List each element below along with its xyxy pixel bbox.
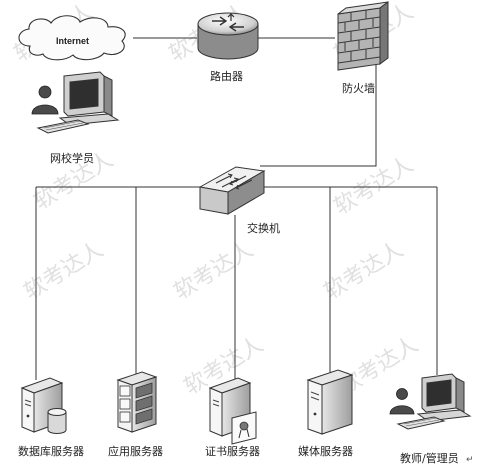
media-server-node: 媒体服务器 xyxy=(298,369,354,458)
switch-label: 交换机 xyxy=(247,221,280,235)
user-icon xyxy=(389,388,415,415)
trailing-mark: ↵ xyxy=(466,455,474,465)
switch-node: 交换机 xyxy=(198,166,280,235)
admin-node: 教师/管理员 xyxy=(389,373,472,465)
firewall-node: 防火墙 xyxy=(337,1,389,95)
app-server-label: 应用服务器 xyxy=(108,444,163,458)
router-icon xyxy=(197,12,259,60)
watermark: 软考达人 xyxy=(170,237,258,305)
cloud-icon xyxy=(18,15,126,61)
firewall-icon xyxy=(337,1,389,71)
firewall-label: 防火墙 xyxy=(342,81,375,95)
cert-server-node: 证书服务器 xyxy=(205,377,260,458)
watermark: 软考达人 xyxy=(320,237,408,305)
workstation-icon xyxy=(396,373,472,430)
link-firewall-switch xyxy=(260,60,377,167)
db-server-node: 数据库服务器 xyxy=(18,377,84,458)
connection-lines xyxy=(35,37,438,382)
server-rack-icon xyxy=(116,371,158,433)
workstation-icon xyxy=(36,71,120,134)
user-icon xyxy=(31,85,59,115)
database-icon xyxy=(47,408,67,434)
switch-icon xyxy=(198,166,266,215)
router-label: 路由器 xyxy=(210,69,243,83)
admin-label: 教师/管理员 xyxy=(400,451,459,465)
remote-student-node: 网校学员 xyxy=(31,71,120,165)
watermark: 软考达人 xyxy=(330,152,418,220)
server-tower-icon xyxy=(306,369,354,435)
internet-label: Internet xyxy=(56,36,89,46)
db-server-label: 数据库服务器 xyxy=(18,444,84,458)
internet-cloud: Internet xyxy=(18,15,126,61)
watermark: 软考达人 xyxy=(20,237,108,305)
certificate-icon xyxy=(231,411,257,445)
router-node: 路由器 xyxy=(197,12,259,83)
app-server-node: 应用服务器 xyxy=(108,371,163,458)
remote-student-label: 网校学员 xyxy=(50,151,94,165)
cert-server-label: 证书服务器 xyxy=(205,445,260,458)
media-server-label: 媒体服务器 xyxy=(298,444,353,458)
